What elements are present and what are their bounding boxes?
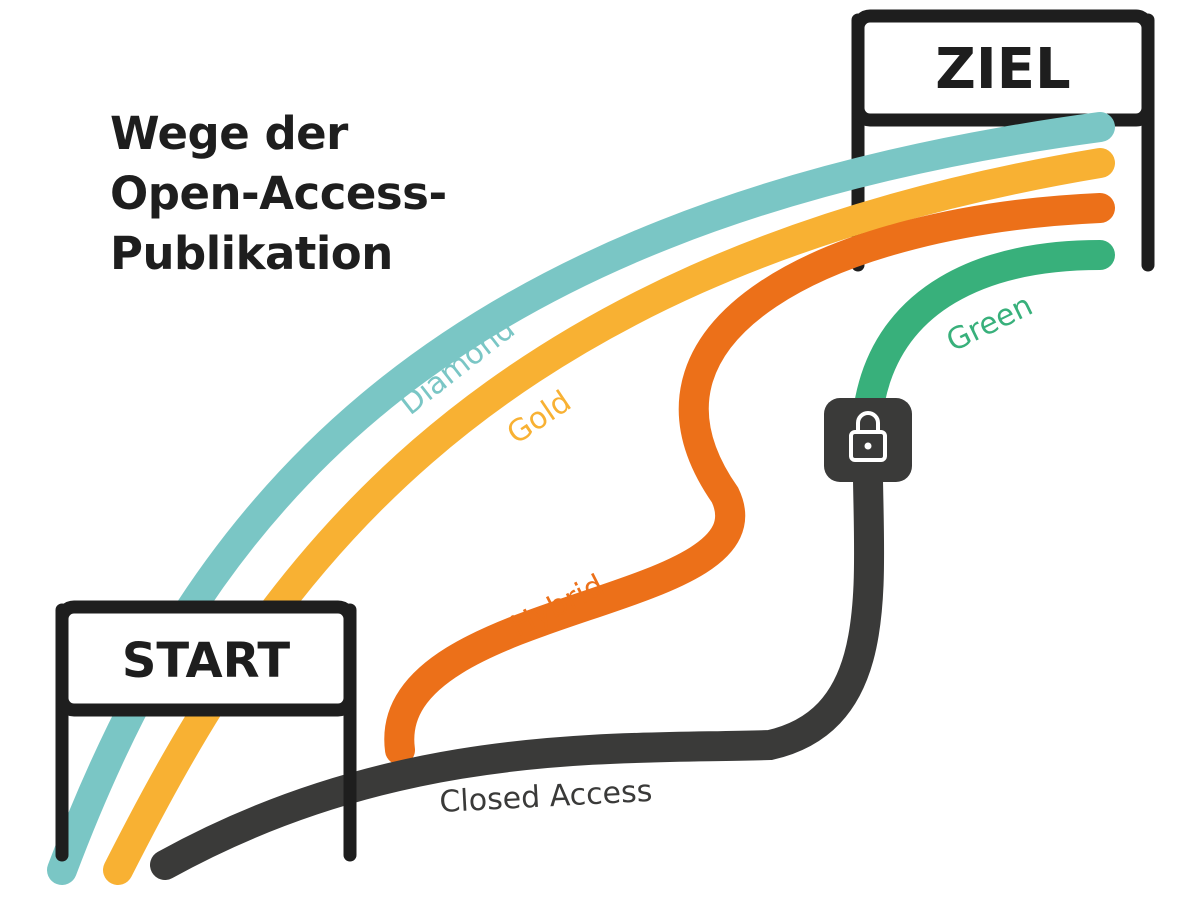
start-sign-label: START <box>122 633 291 689</box>
route-diamond <box>47 112 1115 885</box>
route-green <box>855 240 1115 415</box>
lock-barrier <box>824 398 912 482</box>
start-sign: START <box>55 600 357 862</box>
route-gold <box>103 148 1115 885</box>
finish-sign-board <box>851 9 1155 127</box>
label-hybrid: Hybrid <box>506 568 610 644</box>
start-sign-board <box>55 600 357 717</box>
route-hybrid <box>384 193 1115 765</box>
diagram-title: Wege der Open-Access- Publikation <box>110 104 490 284</box>
title-line-1: Wege der <box>110 107 348 160</box>
title-line-3: Publikation <box>110 227 393 280</box>
lock-icon <box>849 411 887 462</box>
finish-sign-label: ZIEL <box>935 37 1070 102</box>
title-line-2: Open-Access- <box>110 167 447 220</box>
lock-box <box>824 398 912 482</box>
finish-sign: ZIEL <box>851 9 1155 272</box>
label-closed-access: Closed Access <box>439 774 654 820</box>
